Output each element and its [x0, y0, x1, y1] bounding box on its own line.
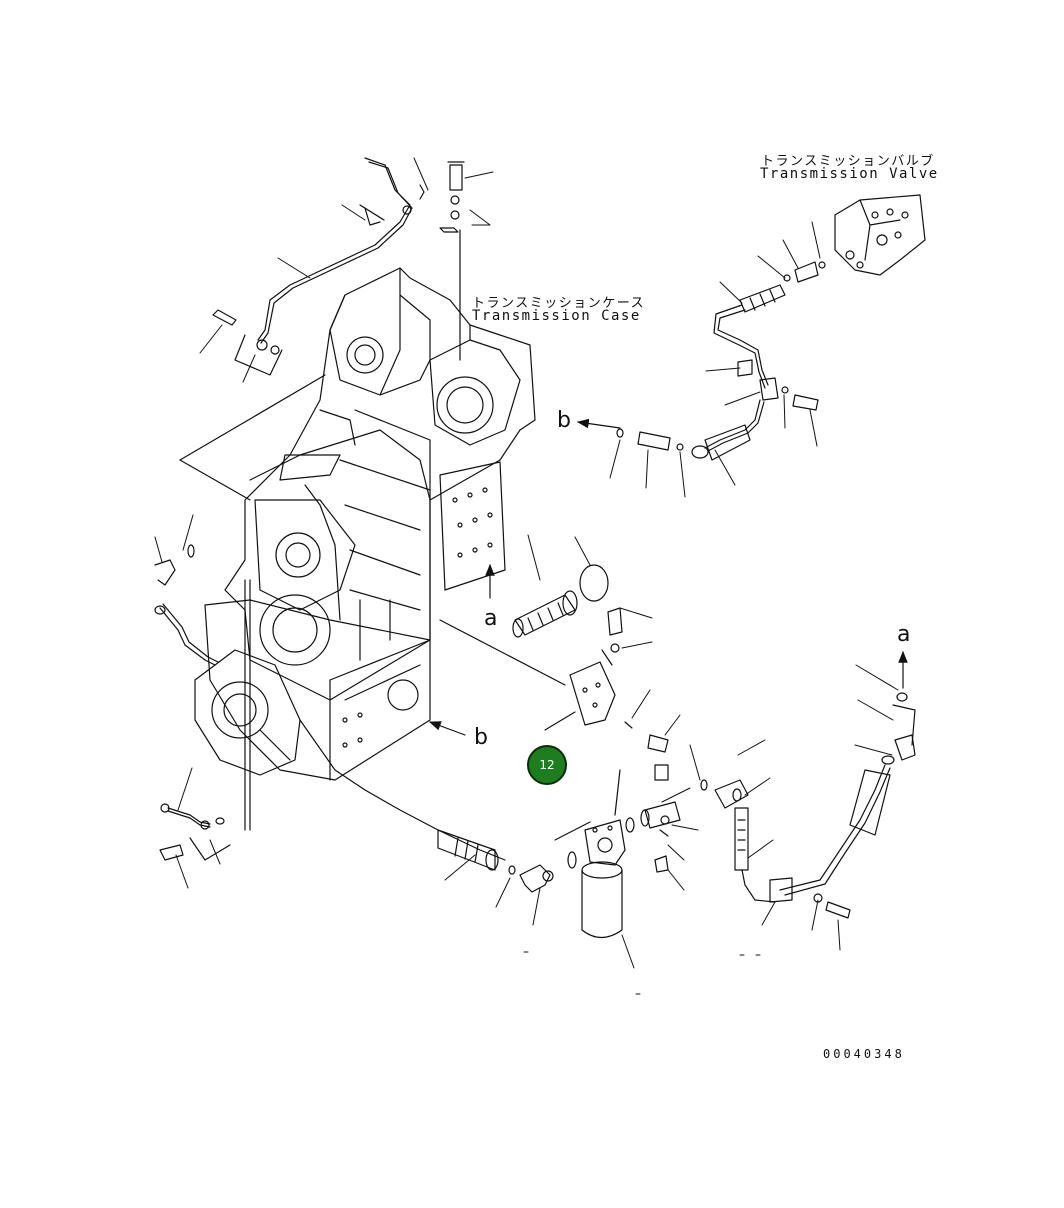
- drawing-number: 00040348: [823, 1047, 905, 1061]
- case-label-en: Transmission Case: [472, 308, 641, 324]
- left-fittings: [154, 309, 326, 861]
- reference-a-middle: a: [484, 606, 498, 631]
- transmission-case: [194, 267, 536, 781]
- reference-b-lower: b: [474, 725, 488, 750]
- reference-a-right: a: [897, 622, 911, 647]
- transmission-valve: [616, 194, 926, 461]
- lower-hose: [299, 719, 554, 893]
- case-label-jp: トランスミッションケース: [472, 296, 646, 311]
- strainer-element: [512, 564, 609, 638]
- reference-b-upper: b: [557, 408, 571, 433]
- oil-filter: [554, 769, 635, 939]
- leader-lines: [154, 157, 899, 969]
- right-fittings: [640, 692, 916, 919]
- cover-plate: [439, 607, 669, 753]
- valve-label-jp: トランスミッションバルブ: [761, 154, 935, 169]
- direction-arrows: [428, 418, 908, 736]
- valve-label-en: Transmission Valve: [760, 166, 939, 182]
- upper-oil-tube: [257, 157, 465, 361]
- callout-badge-12[interactable]: 12: [527, 745, 567, 785]
